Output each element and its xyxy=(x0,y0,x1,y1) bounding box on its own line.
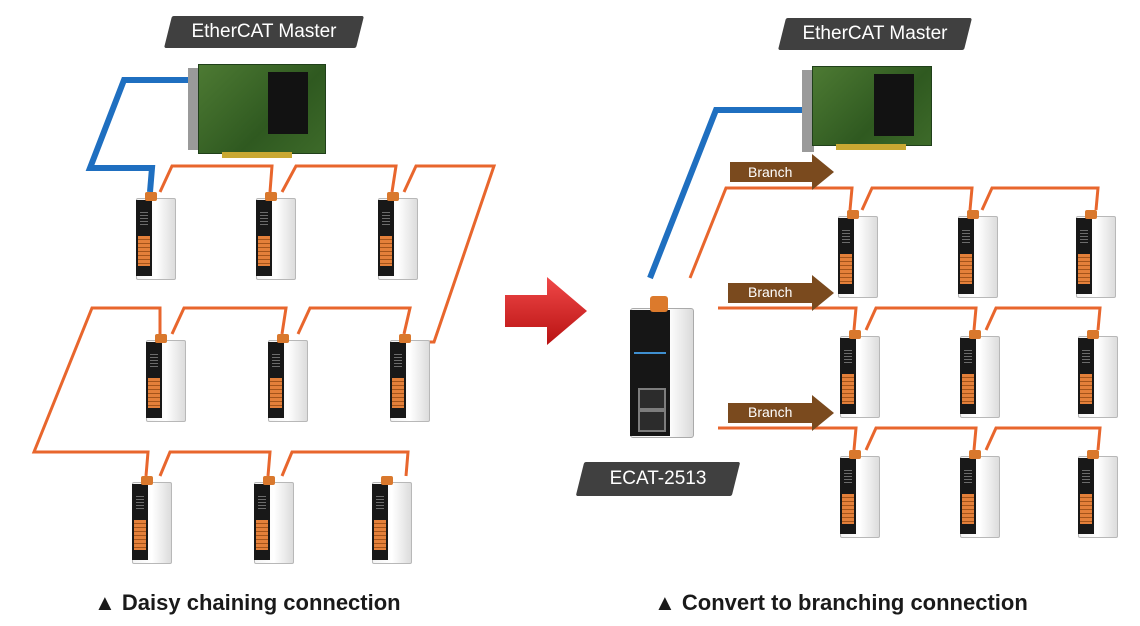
branch-label-1-text: Branch xyxy=(748,164,793,180)
slave-module xyxy=(954,450,1000,538)
ecat-2513-gateway xyxy=(620,296,694,438)
daisy-cable-row1-b xyxy=(280,164,398,193)
branch-cable-1 xyxy=(688,186,854,279)
ethercat-master-card-left xyxy=(188,64,326,158)
slave-module xyxy=(384,334,430,422)
branch-cable-3 xyxy=(718,426,858,451)
caption-daisy-chain: ▲ Daisy chaining connection xyxy=(94,590,401,615)
slave-module xyxy=(248,476,294,564)
daisy-cable-row2-c xyxy=(31,306,162,477)
branch-cable-3b xyxy=(864,426,978,451)
slave-module xyxy=(140,334,186,422)
daisy-cable-row1-c xyxy=(402,164,497,344)
slave-module xyxy=(834,330,880,418)
branch-cable-1b xyxy=(860,186,974,211)
convert-arrow-icon xyxy=(505,277,587,345)
branch-label-3-text: Branch xyxy=(748,404,793,420)
daisy-cable-row3-b xyxy=(280,450,410,477)
daisy-cable-row2-a xyxy=(296,306,412,335)
slave-module xyxy=(952,210,998,298)
slave-module xyxy=(832,210,878,298)
slave-module xyxy=(1070,210,1116,298)
slave-module xyxy=(834,450,880,538)
ethercat-master-card-right xyxy=(802,66,932,152)
branch-cable-2 xyxy=(718,306,858,331)
gateway-label-text: ECAT-2513 xyxy=(609,468,707,489)
master-label-right-text: EtherCAT Master xyxy=(802,23,948,44)
branch-label-2: Branch xyxy=(726,280,836,306)
branch-arrow-2 xyxy=(728,275,834,311)
master-label-left: EtherCAT Master xyxy=(164,16,364,48)
branch-label-1: Branch xyxy=(726,160,836,186)
slave-module xyxy=(262,334,308,422)
slave-module xyxy=(366,476,412,564)
slave-module xyxy=(1072,450,1118,538)
slave-module xyxy=(1072,330,1118,418)
caption-branching: ▲ Convert to branching connection xyxy=(654,590,1028,615)
branch-cable-3c xyxy=(984,426,1102,451)
slave-module xyxy=(372,192,418,280)
daisy-cable-row1-a xyxy=(158,164,274,193)
branch-label-2-text: Branch xyxy=(748,284,793,300)
branch-arrow-3 xyxy=(728,395,834,431)
slave-module xyxy=(126,476,172,564)
gateway-label: ECAT-2513 xyxy=(575,462,741,496)
daisy-cable-row3-a xyxy=(158,450,272,477)
branch-cable-2b xyxy=(864,306,978,331)
master-label-left-text: EtherCAT Master xyxy=(191,21,337,42)
master-cable-right xyxy=(647,107,808,280)
branch-cable-2c xyxy=(984,306,1102,331)
daisy-cable-row2-b xyxy=(170,306,288,335)
slave-module xyxy=(130,192,176,280)
branch-cable-1c xyxy=(980,186,1100,211)
master-cable-left xyxy=(85,77,190,193)
slave-module xyxy=(250,192,296,280)
slave-module xyxy=(954,330,1000,418)
master-label-right: EtherCAT Master xyxy=(778,18,972,50)
branch-arrow-1 xyxy=(730,154,834,190)
branch-label-3: Branch xyxy=(726,400,836,426)
